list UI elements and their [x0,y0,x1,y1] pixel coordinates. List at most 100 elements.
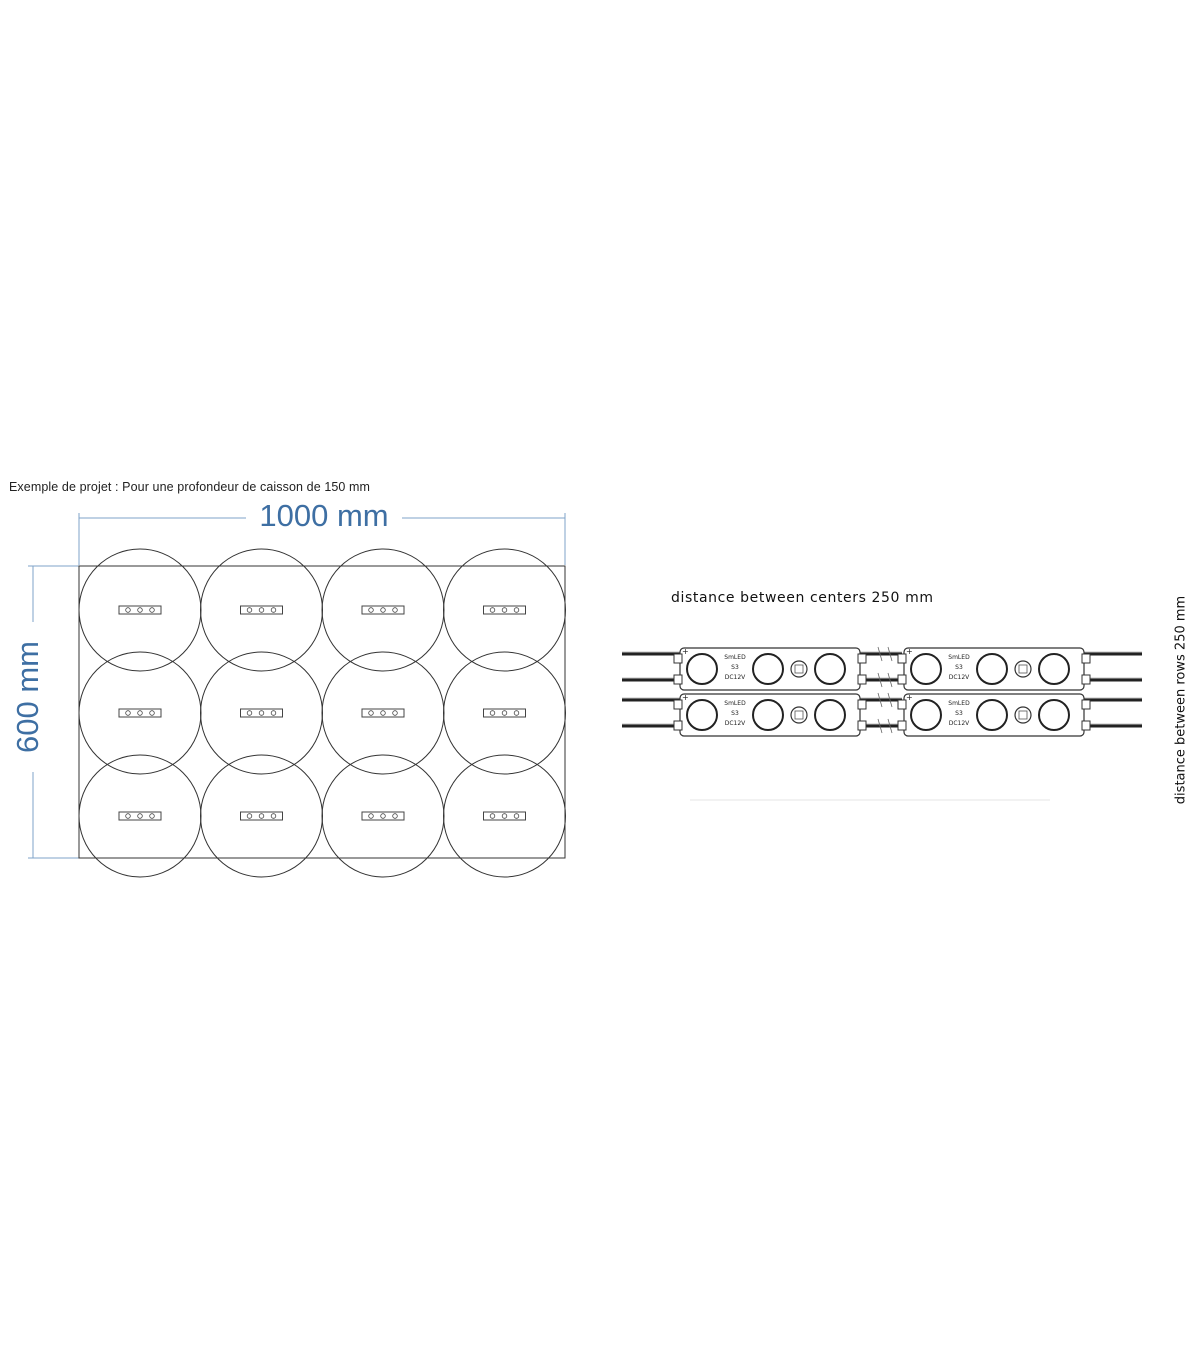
module-text: S3 [731,664,739,671]
module-connector [857,720,867,731]
module-connector [897,674,907,685]
led-cell [200,548,323,672]
module-connector [897,699,907,710]
coverage-circle [78,754,202,878]
led-dot [270,710,277,716]
module-connector [857,674,867,685]
led-dot [137,710,143,716]
module-text: SmLED [724,654,746,661]
led-dot [149,710,155,716]
coverage-circle [443,651,566,775]
module-connector [673,674,683,685]
coverage-circle [78,548,202,672]
break-mark [877,692,893,708]
module-text: SmLED [948,654,970,661]
coverage-circle [200,548,323,672]
module-footprint [118,605,162,615]
led-dot [368,607,374,613]
led-dot [380,710,386,716]
led-lens [976,653,1008,685]
module-connector [897,653,907,664]
led-lens [1038,699,1070,731]
led-cell [200,651,323,775]
led-dot [137,813,143,819]
plus-sign: + [906,693,913,702]
module-text: DC12V [725,674,746,681]
coverage-circle [200,754,323,878]
module-footprint [361,708,405,718]
led-dot [258,710,265,716]
distance-centers-label: distance between centers 250 mm [671,590,934,606]
led-cell [443,548,566,672]
led-dot [368,813,374,819]
module-connector [857,653,867,664]
led-dot [392,710,398,716]
led-dot [501,813,508,819]
led-dot [125,607,131,613]
module-text: SmLED [724,700,746,707]
led-dot [137,607,143,613]
break-mark [877,672,893,688]
led-dot [513,710,520,716]
module-footprint [483,811,526,821]
coverage-circle [443,548,566,672]
module-text: SmLED [948,700,970,707]
led-cell [78,651,202,775]
mount-hole [790,706,808,724]
mount-hole [790,660,808,678]
mount-hole-inner [794,710,804,720]
led-lens [910,699,942,731]
module-text: S3 [731,710,739,717]
led-dot [489,813,496,819]
led-dot [501,607,508,613]
module-connector [673,720,683,731]
led-dot [270,813,277,819]
width-dimension-label: 1000 mm [246,498,402,534]
coverage-circle [321,651,445,775]
module-footprint [240,708,283,718]
break-mark [877,646,893,662]
mount-hole-inner [794,664,804,674]
led-dot [380,813,386,819]
led-dot [380,607,386,613]
led-lens [1038,653,1070,685]
led-dot [246,710,253,716]
module-connector [857,699,867,710]
module-footprint [118,811,162,821]
led-dot [125,813,131,819]
led-lens [976,699,1008,731]
led-cell [443,651,566,775]
led-lens [686,653,718,685]
module-footprint [118,708,162,718]
led-cell [78,754,202,878]
led-dot [501,710,508,716]
module-text: DC12V [949,674,970,681]
led-dot [489,710,496,716]
led-circle-grid [78,548,566,878]
coverage-circle [321,548,445,672]
coverage-circle [78,651,202,775]
led-lens [814,653,846,685]
height-dimension-label: 600 mm [10,622,46,772]
led-dot [513,607,520,613]
module-text: S3 [955,710,963,717]
led-dot [392,607,398,613]
module-footprint [483,605,526,615]
led-dot [246,813,253,819]
led-cell [443,754,566,878]
mount-hole [1014,660,1032,678]
module-connector [1081,720,1091,731]
led-lens [752,653,784,685]
module-connector [1081,699,1091,710]
led-dot [125,710,131,716]
module-footprint [240,811,283,821]
module-footprint [483,708,526,718]
led-lens [752,699,784,731]
led-lens [910,653,942,685]
mount-hole [1014,706,1032,724]
led-dot [513,813,520,819]
